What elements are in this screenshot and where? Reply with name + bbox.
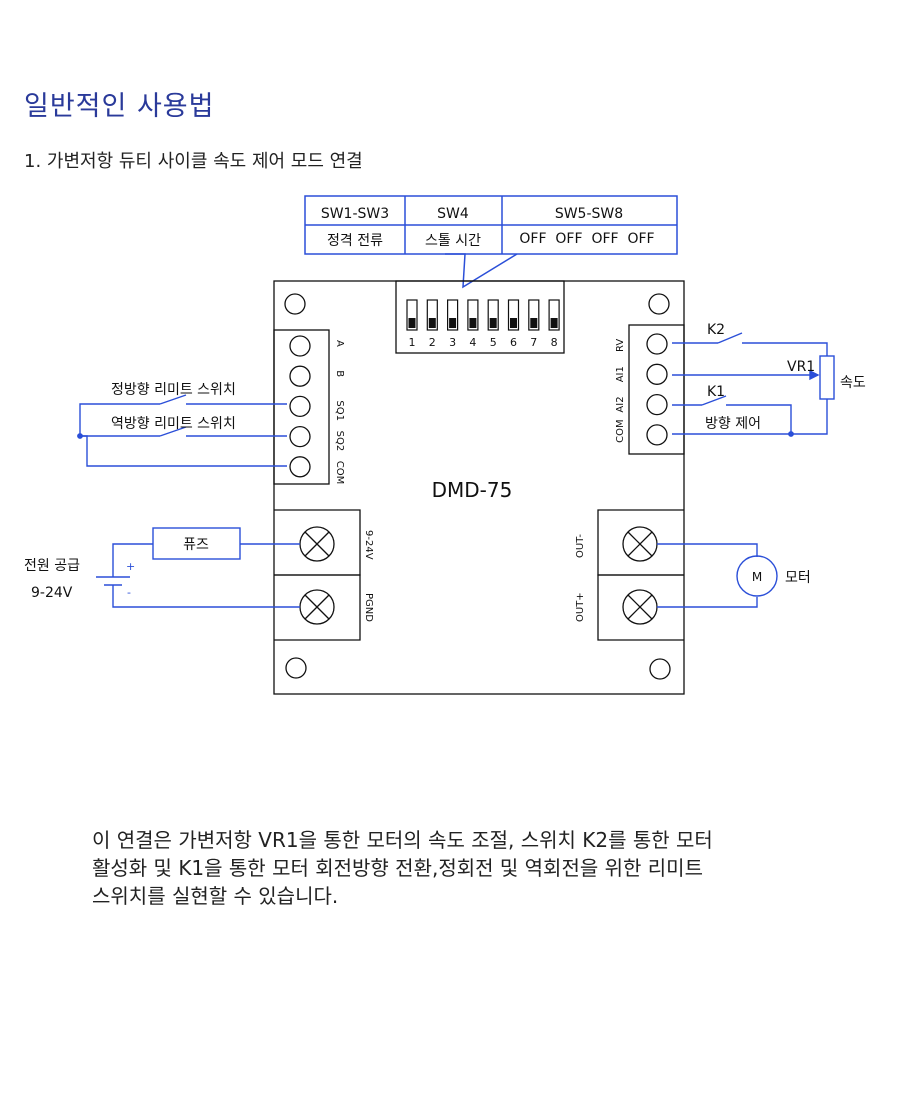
dip-number-label: 3 xyxy=(449,336,456,349)
vr1-label: VR1 xyxy=(787,359,815,375)
dip-switch-4: 4 xyxy=(467,299,479,349)
right-terminal-label: AI1 xyxy=(615,366,626,382)
left-terminal-label: A xyxy=(334,340,345,347)
table-value-stall-time: 스톨 시간 xyxy=(425,233,481,249)
mounting-hole-top-left xyxy=(284,293,306,315)
dip-number-label: 8 xyxy=(551,336,558,349)
junction-dot xyxy=(77,433,83,439)
right-terminal-screw xyxy=(646,333,668,355)
limit-switch-common-wire xyxy=(80,435,287,467)
dip-number-label: 2 xyxy=(429,336,436,349)
power-voltage-label: 9-24V xyxy=(31,585,73,601)
dip-switch-3: 3 xyxy=(447,299,459,349)
junction-dot-com xyxy=(788,431,794,437)
section-subheading: 1. 가변저항 듀티 사이클 속도 제어 모드 연결 xyxy=(24,151,363,172)
dip-number-label: 7 xyxy=(530,336,537,349)
motor-symbol xyxy=(736,555,778,597)
dip-switch-2: 2 xyxy=(426,299,438,349)
terminal-label-out-plus: OUT+ xyxy=(575,592,586,622)
left-terminal-label: SQ2 xyxy=(334,431,345,452)
battery-plus-sign: + xyxy=(126,560,135,573)
left-terminal-label: B xyxy=(334,370,345,377)
dip-switch-1: 1 xyxy=(406,299,418,349)
fuse-label: 퓨즈 xyxy=(183,537,209,553)
forward-limit-switch-wiring xyxy=(79,394,287,436)
board-model-name: DMD-75 xyxy=(432,478,513,502)
terminal-label-pgnd: PGND xyxy=(363,593,374,622)
table-header-sw1-sw3: SW1-SW3 xyxy=(321,206,389,222)
right-terminal-screw xyxy=(646,363,668,385)
left-terminal-screw xyxy=(289,335,311,357)
left-terminal-label: COM xyxy=(334,461,345,484)
description-line: 활성화 및 K1을 통한 모터 회전방향 전환,정회전 및 역회전을 위한 리미… xyxy=(92,856,703,880)
table-header-sw4: SW4 xyxy=(437,206,469,222)
dip-switch-7: 7 xyxy=(528,299,540,349)
out-minus-wire xyxy=(657,543,758,557)
terminal-label-out-minus: OUT- xyxy=(575,534,586,558)
dip-number-label: 1 xyxy=(409,336,416,349)
battery-minus-sign: - xyxy=(127,586,131,599)
supply-ground-wire xyxy=(112,585,300,608)
power-supply-label: 전원 공급 xyxy=(24,558,80,574)
left-terminal-screw xyxy=(289,425,311,448)
output-terminal-block: OUT- OUT+ xyxy=(575,526,658,625)
left-terminal-screw xyxy=(289,365,311,387)
k2-switch-wiring xyxy=(672,332,828,356)
direction-control-label: 방향 제어 xyxy=(705,416,761,432)
com-return-wire xyxy=(672,399,828,435)
table-value-off-states: OFF OFF OFF OFF xyxy=(519,231,654,247)
description-paragraph: 이 연결은 가변저항 VR1을 통한 모터의 속도 조절, 스위치 K2를 통한… xyxy=(92,826,852,910)
motor-label: 모터 xyxy=(785,570,811,586)
table-header-sw5-sw8: SW5-SW8 xyxy=(555,206,623,222)
potentiometer-vr1 xyxy=(819,355,835,400)
terminal-label-9-24v: 9-24V xyxy=(363,530,374,560)
table-value-rated-current: 정격 전류 xyxy=(327,233,383,249)
reverse-limit-switch-label: 역방향 리미트 스위치 xyxy=(111,416,236,432)
reverse-limit-switch-wiring xyxy=(80,426,287,437)
mounting-hole-top-right xyxy=(648,293,670,315)
page-heading: 일반적인 사용법 xyxy=(24,91,215,122)
right-terminal-label: COM xyxy=(615,419,626,442)
speed-label: 속도 xyxy=(840,375,866,391)
left-terminal-label: SQ1 xyxy=(334,400,345,421)
dip-switch-8: 8 xyxy=(548,299,560,349)
dip-number-label: 5 xyxy=(490,336,497,349)
right-terminal-screw xyxy=(646,393,668,416)
power-terminal-block: 9-24V PGND xyxy=(299,526,374,625)
potentiometer-wiper-arrow xyxy=(809,369,820,381)
mounting-hole-bottom-left xyxy=(285,657,307,679)
out-plus-wire xyxy=(657,597,758,608)
dip-number-label: 4 xyxy=(469,336,476,349)
dip-switch-6: 6 xyxy=(507,299,520,349)
k1-label: K1 xyxy=(707,384,725,400)
right-terminal-screw xyxy=(646,424,668,446)
k2-label: K2 xyxy=(707,322,725,338)
left-terminal-screw xyxy=(289,395,311,418)
dip-number-label: 6 xyxy=(510,336,517,349)
description-line: 이 연결은 가변저항 VR1을 통한 모터의 속도 조절, 스위치 K2를 통한… xyxy=(92,828,713,852)
description-line: 스위치를 실현할 수 있습니다. xyxy=(92,884,339,908)
dip-settings-table: SW1-SW3 SW4 SW5-SW8 정격 전류 스톨 시간 OFF OFF … xyxy=(304,195,678,289)
k1-switch-wiring xyxy=(672,395,792,434)
forward-limit-switch-label: 정방향 리미트 스위치 xyxy=(111,382,236,398)
dip-switch-5: 5 xyxy=(487,299,499,349)
supply-to-fuse-wire xyxy=(112,543,153,577)
motor-symbol-letter: M xyxy=(752,570,762,584)
right-terminal-label: AI2 xyxy=(615,396,626,412)
right-terminal-label: RV xyxy=(615,339,626,352)
left-terminal-screw xyxy=(289,456,311,478)
mounting-hole-bottom-right xyxy=(649,658,671,680)
fuse-box xyxy=(152,527,241,560)
